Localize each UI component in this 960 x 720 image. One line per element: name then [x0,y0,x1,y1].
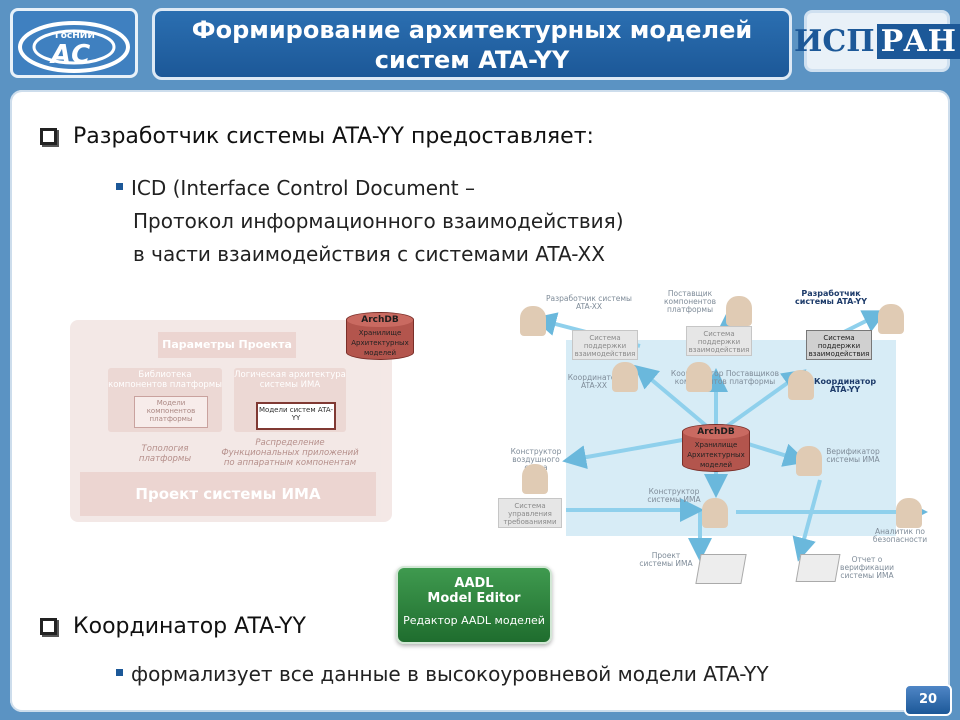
requirements-system-box: Система управления требованиями [498,498,562,528]
gosnii-as-logo: ГосНИИ АС [10,8,138,78]
square-bullet-icon [116,669,123,676]
platform-models-box: Модели компонентов платформы [134,396,208,428]
person-dev-xx-icon [520,306,546,336]
ima-designer-label: Конструктор системы ИМА [647,487,701,504]
logical-architecture-box: Логическая архитектура системы ИМА Модел… [234,368,346,432]
report-document-icon [795,554,841,582]
ima-project-diagram: Параметры Проекта Библиотека компонентов… [70,320,392,522]
ima-project-box: Проект системы ИМА [80,472,376,516]
archdb-left-subtitle: Хранилище Архитектурных моделей [351,329,409,357]
verification-report-label: Отчет о верификации системы ИМА [840,555,894,580]
archdb-right-subtitle: Хранилище Архитектурных моделей [687,441,745,469]
person-coord-xx-icon [612,362,638,392]
formalize-text: формализует все данные в высокоуровневой… [131,662,769,686]
bullet-icd: ICD (Interface Control Document – Проток… [116,172,624,271]
platform-library-title: Библиотека компонентов платформы [108,370,222,390]
logo-left-text2: АС [51,40,91,70]
project-document-icon [695,554,747,584]
platform-library-box: Библиотека компонентов платформы Модели … [108,368,222,432]
slide-title-line2: систем ATA-YY [374,46,570,74]
aadl-line1: AADL [454,576,494,591]
aadl-line2: Model Editor [427,591,521,606]
icd-line1: ICD (Interface Control Document – [131,176,475,200]
support-system-yy-box: Система поддержки взаимодействия [806,330,872,360]
logo-left-text1: ГосНИИ [55,31,95,41]
person-verifier-icon [796,446,822,476]
distribution-label: Распределение Функциональных приложений … [221,438,359,468]
slide-title-line1: Формирование архитектурных моделей [191,16,753,44]
coord-suppliers-label: Координатор Поставщиков компонентов плат… [670,369,780,386]
platform-topology-label: Топология платформы [138,444,192,464]
archdb-left-title: ArchDB [347,313,413,327]
archdb-left-cylinder: ArchDB Хранилище Архитектурных моделей [346,312,414,360]
logo-right-part1: ИСП [794,23,875,59]
logical-architecture-title: Логическая архитектура системы ИМА [234,370,346,390]
ata-yy-models-box: Модели систем ATA-YY [256,402,336,430]
checkbox-bullet-icon [40,128,57,145]
aadl-model-editor-button[interactable]: AADL Model Editor Редактор AADL моделей [396,566,552,644]
ima-verifier-label: Верификатор системы ИМА [826,447,880,464]
person-ima-designer-icon [702,498,728,528]
person-supplier-icon [726,296,752,326]
coord-ata-xx-label: Координатор ATA-XX [567,373,621,390]
supplier-label: Поставщик компонентов платформы [663,289,717,314]
square-bullet-icon [116,183,123,190]
person-dev-yy-icon [878,304,904,334]
archdb-right-title: ArchDB [683,425,749,439]
person-safety-analyst-icon [896,498,922,528]
bullet-coordinator-title: Координатор ATA-YY [73,614,306,639]
person-coord-suppliers-icon [686,362,712,392]
checkbox-bullet-icon [40,618,57,635]
bullet-developer-title: Разработчик системы ATA-YY предоставляет… [73,124,594,149]
icd-line2: Протокол информационного взаимодействия) [133,209,624,233]
dev-ata-yy-label: Разработчик системы ATA-YY [794,289,868,306]
person-aircraft-designer-icon [522,464,548,494]
dev-ata-xx-label: Разработчик системы ATA-XX [546,294,632,311]
ima-project-doc-label: Проект системы ИМА [639,551,693,568]
support-system-mid-box: Система поддержки взаимодействия [686,326,752,356]
project-params-box: Параметры Проекта [158,332,296,358]
bullet-developer: Разработчик системы ATA-YY предоставляет… [40,124,594,149]
slide-title: Формирование архитектурных моделей систе… [152,8,792,80]
safety-analyst-label: Аналитик по безопасности [872,527,928,544]
page-number: 20 [904,684,952,716]
icd-line3: в части взаимодействия с системами ATA-X… [133,242,605,266]
aadl-line3: Редактор AADL моделей [403,614,545,627]
coord-ata-yy-label: Координатор ATA-YY [813,377,877,394]
person-coord-yy-icon [788,370,814,400]
logo-right-part2: РАН [876,23,960,59]
support-system-xx-box: Система поддержки взаимодействия [572,330,638,360]
archdb-right-cylinder: ArchDB Хранилище Архитектурных моделей [682,424,750,472]
bullet-coordinator: Координатор ATA-YY [40,614,306,639]
bullet-formalize: формализует все данные в высокоуровневой… [116,658,769,691]
